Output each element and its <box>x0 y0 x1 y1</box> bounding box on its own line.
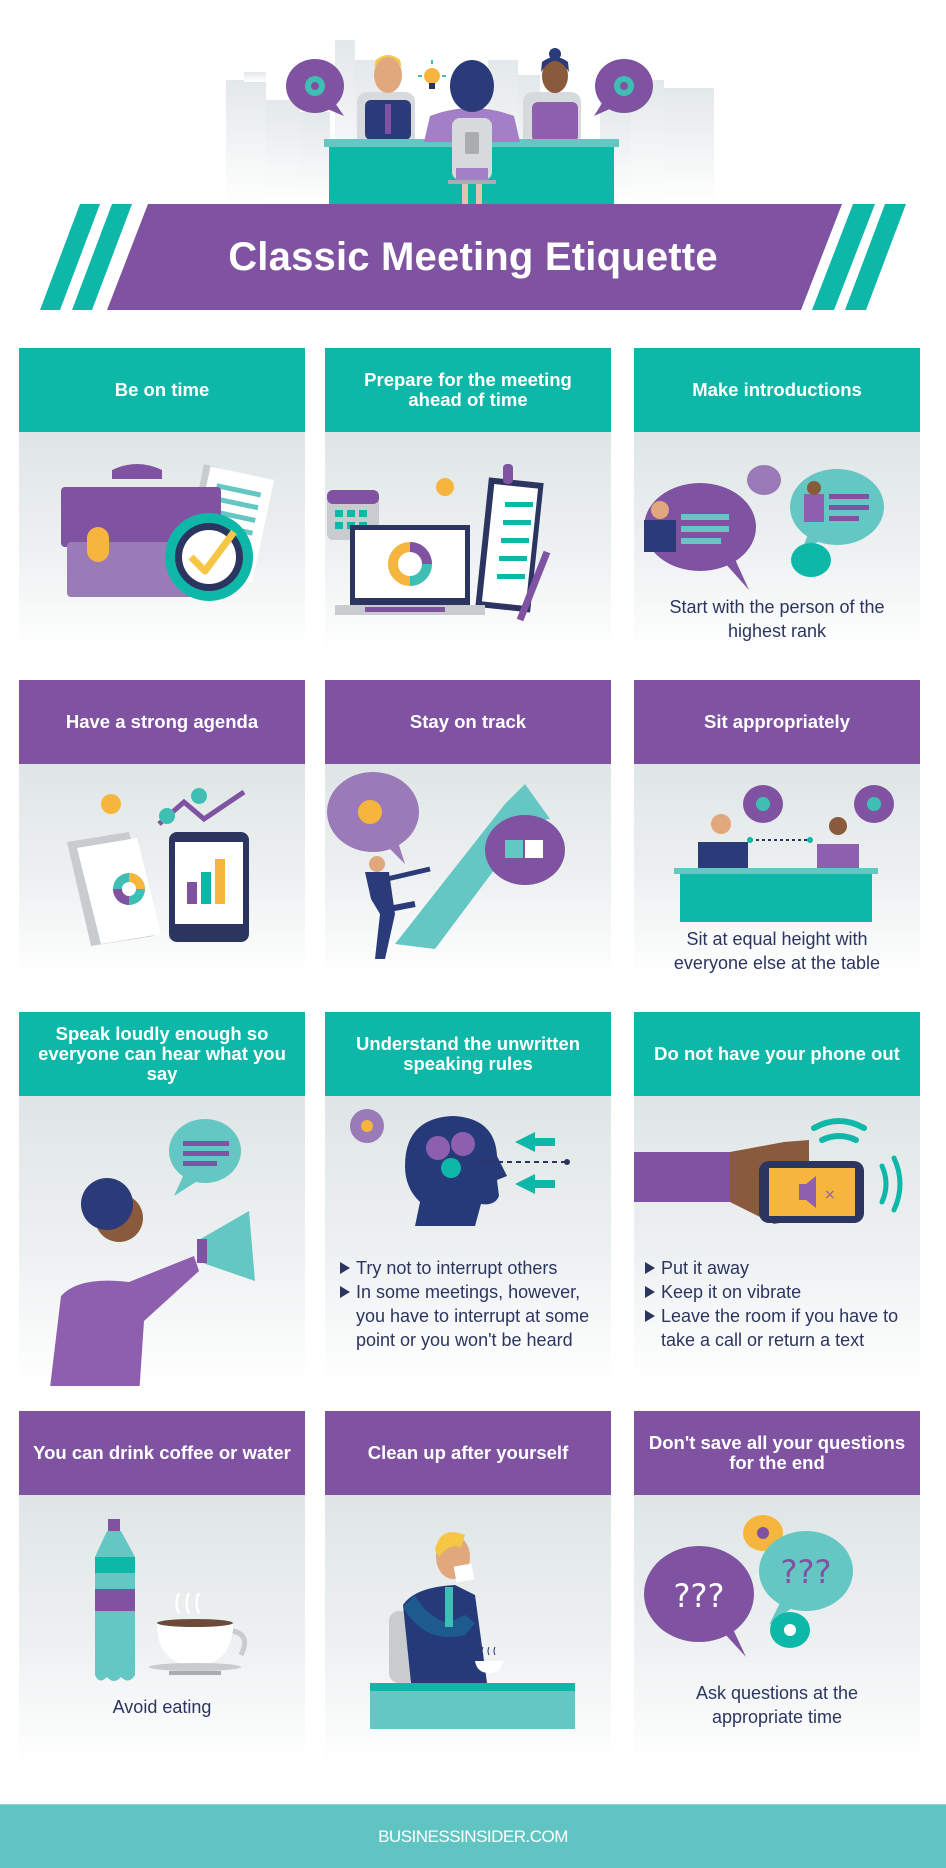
stripe-left-1 <box>40 204 100 310</box>
card-questions: Don't save all your questions for the en… <box>634 1411 920 1767</box>
card-header: Do not have your phone out <box>634 1012 920 1096</box>
card-header: Prepare for the meeting ahead of time <box>325 348 611 432</box>
card-header: Make introductions <box>634 348 920 432</box>
agenda-tablet-icon <box>67 788 249 946</box>
card-be-on-time: Be on time <box>19 348 305 652</box>
megaphone-woman-icon <box>50 1119 255 1386</box>
card-header: Speak loudly enough so everyone can hear… <box>19 1012 305 1096</box>
bullet-triangle-icon <box>645 1310 655 1322</box>
man-climbing-arrow-icon <box>327 772 565 959</box>
card-header: Don't save all your questions for the en… <box>634 1411 920 1495</box>
muted-phone-icon: × <box>634 1118 903 1224</box>
card-header: Sit appropriately <box>634 680 920 764</box>
phone-bullet-list: Put it away Keep it on vibrate Leave the… <box>644 1256 916 1352</box>
bullet-triangle-icon <box>340 1262 350 1274</box>
card-header: Have a strong agenda <box>19 680 305 764</box>
bullet-item: Try not to interrupt others <box>339 1256 601 1280</box>
stripe-right-2 <box>845 204 906 310</box>
bullet-triangle-icon <box>645 1262 655 1274</box>
meeting-scene-icon <box>226 40 714 205</box>
bullet-triangle-icon <box>340 1286 350 1298</box>
card-clean-up: Clean up after yourself <box>325 1411 611 1767</box>
bullet-item: In some meetings, however, you have to i… <box>339 1280 601 1352</box>
svg-text:???: ??? <box>674 1577 725 1615</box>
card-stay-on-track: Stay on track <box>325 680 611 979</box>
card-header: Understand the unwritten speaking rules <box>325 1012 611 1096</box>
card-prepare: Prepare for the meeting ahead of time <box>325 348 611 652</box>
bullet-triangle-icon <box>645 1286 655 1298</box>
rules-bullet-list: Try not to interrupt others In some meet… <box>339 1256 601 1352</box>
head-gears-icon <box>350 1109 570 1226</box>
card-introductions: Make introductions Start with the person… <box>634 348 920 652</box>
bullet-item: Put it away <box>644 1256 916 1280</box>
card-agenda: Have a strong agenda <box>19 680 305 979</box>
page-title: Classic Meeting Etiquette <box>228 234 718 279</box>
gear-bubble-right-icon <box>594 59 653 116</box>
card-header: You can drink coffee or water <box>19 1411 305 1495</box>
card-header: Clean up after yourself <box>325 1411 611 1495</box>
card-speaking-rules: Understand the unwritten speaking rules … <box>325 1012 611 1386</box>
banner-band <box>107 204 842 310</box>
title-banner <box>40 204 906 310</box>
card-sit-appropriately: Sit appropriately Sit at equal height wi… <box>634 680 920 979</box>
lightbulb-icon <box>418 60 446 89</box>
bullet-item: Leave the room if you have to take a cal… <box>644 1304 916 1352</box>
footer-source: BUSINESSINSIDER.COM <box>378 1826 568 1846</box>
briefcase-clock-icon <box>61 464 275 601</box>
equal-seating-icon <box>674 785 894 922</box>
gear-bubble-left-icon <box>286 59 344 116</box>
bottle-coffee-icon <box>95 1519 248 1681</box>
bullet-item: Keep it on vibrate <box>644 1280 916 1304</box>
footer: BUSINESSINSIDER.COM <box>0 1804 946 1868</box>
hero-illustration <box>0 0 946 320</box>
card-caption: Sit at equal height with everyone else a… <box>673 929 881 973</box>
question-bubbles-icon: ??? ??? <box>644 1515 853 1657</box>
stripe-right-1 <box>812 204 875 310</box>
card-speak-loudly: Speak loudly enough so everyone can hear… <box>19 1012 305 1386</box>
card-header: Stay on track <box>325 680 611 764</box>
svg-text:×: × <box>824 1187 836 1203</box>
laptop-checklist-icon <box>327 464 551 622</box>
card-caption: Start with the person of the highest ran… <box>669 597 885 641</box>
card-drink: You can drink coffee or water Avoid eati… <box>19 1411 305 1767</box>
svg-text:???: ??? <box>781 1553 832 1591</box>
card-header: Be on time <box>19 348 305 432</box>
introduction-bubbles-icon <box>644 465 884 590</box>
card-caption: Avoid eating <box>112 1697 212 1717</box>
stripe-left-2 <box>72 204 132 310</box>
man-napkin-icon <box>370 1532 575 1729</box>
card-phone: Do not have your phone out × Put it away… <box>634 1012 920 1386</box>
card-caption: Ask questions at the appropriate time <box>695 1683 859 1727</box>
